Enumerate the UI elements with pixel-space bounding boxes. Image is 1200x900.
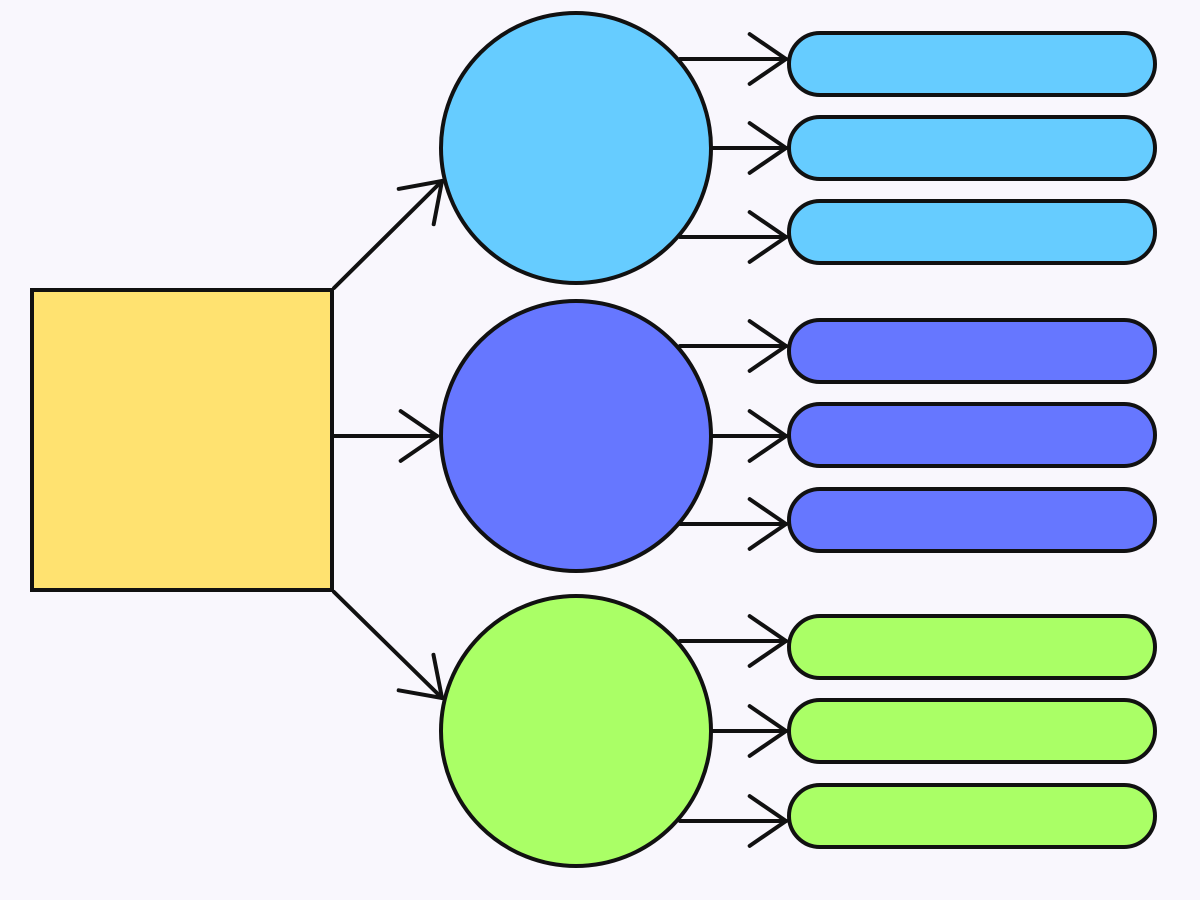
arrow-branch-2-to-leaf-1-head <box>747 319 788 373</box>
leaf-item-1-1 <box>787 31 1157 97</box>
leaf-item-2-3 <box>787 487 1157 553</box>
leaf-pill-1-2 <box>787 115 1157 181</box>
arrow-root-to-branch-2-head <box>398 409 439 463</box>
branch-node-3 <box>439 594 713 868</box>
arrow-branch-1-to-leaf-1-head <box>747 32 788 86</box>
leaf-item-3-3 <box>787 783 1157 849</box>
arrow-branch-3-to-leaf-3-head <box>747 794 788 848</box>
leaf-pill-3-1 <box>787 614 1157 680</box>
root-node <box>30 288 334 592</box>
arrow-root-to-branch-1 <box>332 179 444 290</box>
leaf-pill-3-3 <box>787 783 1157 849</box>
arrow-branch-2-to-leaf-3-head <box>747 497 788 551</box>
leaf-item-3-1 <box>787 614 1157 680</box>
leaf-pill-2-3 <box>787 487 1157 553</box>
arrow-branch-2-to-leaf-2-head <box>747 409 788 463</box>
branch-node-2 <box>439 299 713 573</box>
arrow-branch-1-to-leaf-2-head <box>747 121 788 175</box>
branch-circle-1 <box>439 11 713 285</box>
leaf-pill-2-1 <box>787 318 1157 384</box>
arrow-branch-3-to-leaf-1-head <box>747 614 788 668</box>
arrow-root-to-branch-3 <box>332 590 444 700</box>
leaf-item-1-3 <box>787 199 1157 265</box>
leaf-pill-1-3 <box>787 199 1157 265</box>
leaf-pill-2-2 <box>787 402 1157 468</box>
branch-node-1 <box>439 11 713 285</box>
leaf-pill-3-2 <box>787 698 1157 764</box>
arrow-branch-3-to-leaf-2-head <box>747 704 788 758</box>
connectors <box>332 32 788 848</box>
branch-circle-2 <box>439 299 713 573</box>
arrow-root-to-branch-1-head <box>396 179 444 227</box>
leaf-item-3-2 <box>787 698 1157 764</box>
leaf-item-2-2 <box>787 402 1157 468</box>
leaf-item-2-1 <box>787 318 1157 384</box>
branch-circle-3 <box>439 594 713 868</box>
leaf-item-1-2 <box>787 115 1157 181</box>
arrow-root-to-branch-3-head <box>396 652 444 700</box>
root-box <box>30 288 334 592</box>
arrow-branch-1-to-leaf-3-head <box>747 210 788 264</box>
leaf-pill-1-1 <box>787 31 1157 97</box>
